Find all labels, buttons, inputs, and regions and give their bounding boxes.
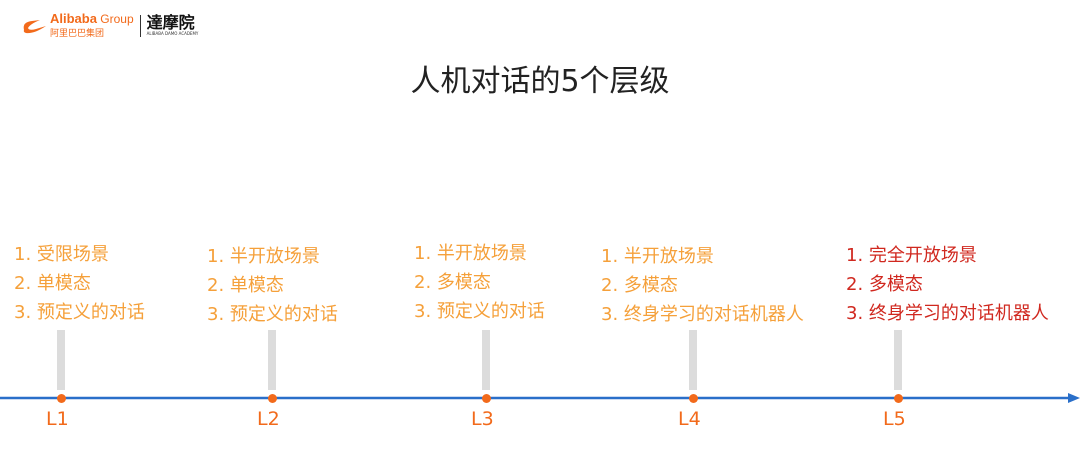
level-item: 1. 半开放场景 — [601, 246, 714, 267]
level-item: 3. 终身学习的对话机器人 — [601, 304, 804, 325]
level-marker-dot — [267, 394, 277, 403]
level-item: 2. 多模态 — [601, 275, 678, 296]
alibaba-text: Alibaba — [50, 11, 97, 26]
level-label: L2 — [257, 408, 280, 430]
level-2-description: 1. 半开放场景 2. 单模态 3. 预定义的对话 — [207, 242, 338, 329]
page-title: 人机对话的5个层级 — [410, 64, 670, 99]
level-marker-dot — [688, 394, 698, 403]
level-5-description: 1. 完全开放场景 2. 多模态 3. 终身学习的对话机器人 — [846, 241, 1049, 328]
level-label: L5 — [883, 408, 906, 430]
timeline-axis — [0, 393, 1080, 403]
level-marker-dot — [56, 394, 66, 403]
logo: Alibaba Group 阿里巴巴集团 達摩院 ALIBABA DAMO AC… — [20, 12, 198, 39]
level-connector — [268, 330, 276, 390]
alibaba-logo-icon — [23, 19, 46, 33]
level-item: 2. 单模态 — [14, 273, 91, 294]
level-item: 3. 预定义的对话 — [207, 304, 338, 325]
level-item: 1. 完全开放场景 — [846, 245, 977, 266]
level-marker-dot — [481, 394, 491, 403]
level-item: 2. 单模态 — [207, 275, 284, 296]
damo-en-text: ALIBABA DAMO ACADEMY — [146, 31, 199, 36]
level-item: 2. 多模态 — [414, 272, 491, 293]
damo-text: 達摩院 — [146, 13, 195, 32]
arrow-head-icon — [1068, 393, 1080, 403]
level-item: 3. 终身学习的对话机器人 — [846, 303, 1049, 324]
level-3-description: 1. 半开放场景 2. 多模态 3. 预定义的对话 — [414, 239, 545, 326]
level-connector — [57, 330, 65, 390]
level-1-description: 1. 受限场景 2. 单模态 3. 预定义的对话 — [14, 240, 145, 327]
alibaba-cn-text: 阿里巴巴集团 — [50, 29, 105, 39]
level-item: 1. 半开放场景 — [207, 246, 320, 267]
level-item: 1. 受限场景 — [14, 244, 109, 265]
level-item: 3. 预定义的对话 — [14, 302, 145, 323]
level-4-description: 1. 半开放场景 2. 多模态 3. 终身学习的对话机器人 — [601, 242, 804, 329]
level-connector — [894, 330, 902, 390]
level-label: L1 — [46, 408, 69, 430]
level-marker-dot — [893, 394, 903, 403]
level-item: 2. 多模态 — [846, 274, 923, 295]
level-label: L4 — [678, 408, 701, 430]
level-connector — [689, 330, 697, 390]
level-label: L3 — [471, 408, 494, 430]
level-connector — [482, 330, 490, 390]
logo-divider — [139, 14, 141, 37]
group-text: Group — [96, 12, 134, 26]
level-item: 1. 半开放场景 — [414, 243, 527, 264]
level-item: 3. 预定义的对话 — [414, 301, 545, 322]
